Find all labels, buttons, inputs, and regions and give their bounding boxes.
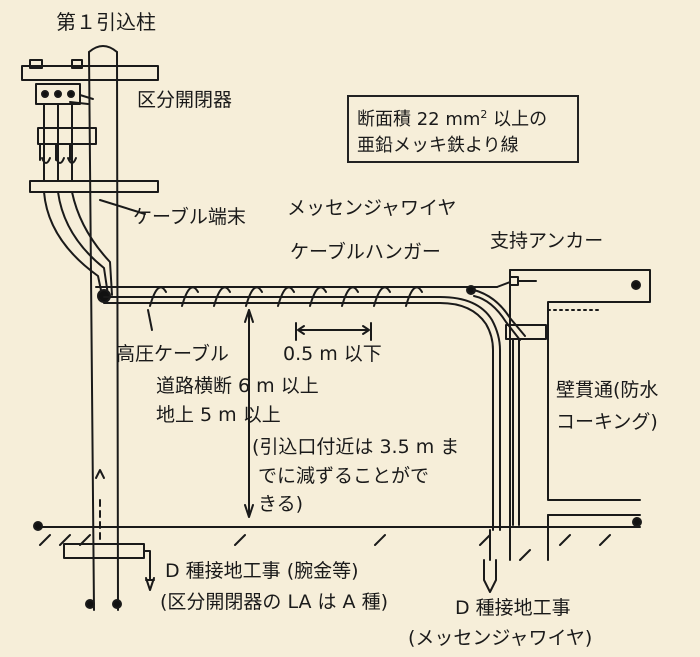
utility-pole (85, 45, 122, 611)
wall-penetration-label-1: 壁貫通(防水 (556, 379, 659, 401)
note-line-3: きる) (258, 493, 304, 515)
messenger-wire-label: メッセンジャワイヤ (287, 197, 457, 219)
messenger-wire (95, 281, 511, 303)
wall-sleeve (505, 324, 547, 526)
crossarm-lower (29, 127, 159, 193)
pole-ground-label-2: (区分開閉器の LA は A 種) (160, 591, 389, 613)
building-wall (509, 269, 651, 561)
spec-line-1: 断面積 22 mm2 以上の (357, 108, 548, 130)
cable-terminal-label: ケーブル端末 (133, 206, 246, 228)
messenger-ground-label-1: D 種接地工事 (455, 597, 571, 619)
cable-terminal-bundle (43, 191, 146, 296)
road-crossing-label: 道路横断 6 m 以上 (156, 375, 319, 397)
pole-ground-label-1: D 種接地工事 (腕金等) (165, 560, 359, 582)
above-ground-label: 地上 5 m 以上 (156, 404, 281, 426)
cable-hangers (149, 286, 423, 307)
spec-box: 断面積 22 mm2 以上の 亜鉛メッキ鉄より線 (347, 95, 579, 163)
ground-line (33, 521, 641, 561)
spec-line-2: 亜鉛メッキ鉄より線 (357, 135, 519, 156)
hv-cable-label: 高圧ケーブル (116, 343, 229, 365)
messenger-ground-label-2: (メッセンジャワイヤ) (408, 627, 593, 649)
switchgear-box (35, 83, 94, 181)
pole-title: 第１引込柱 (56, 10, 156, 34)
switchgear-label: 区分開閉器 (137, 89, 233, 111)
pole-ground-rod (63, 469, 155, 591)
note-line-2: でに減ずることがで (258, 465, 430, 487)
note-line-1: (引込口付近は 3.5 m ま (252, 436, 460, 458)
support-anchor-label: 支持アンカー (490, 230, 604, 252)
wall-penetration-label-2: コーキング) (556, 411, 658, 433)
cable-hanger-label: ケーブルハンガー (290, 241, 441, 263)
crossarm-top (21, 59, 159, 81)
dimension-marks (147, 309, 372, 518)
spacing-label: 0.5 m 以下 (283, 343, 382, 365)
support-anchor (509, 276, 537, 286)
messenger-ground-rod (483, 529, 497, 593)
